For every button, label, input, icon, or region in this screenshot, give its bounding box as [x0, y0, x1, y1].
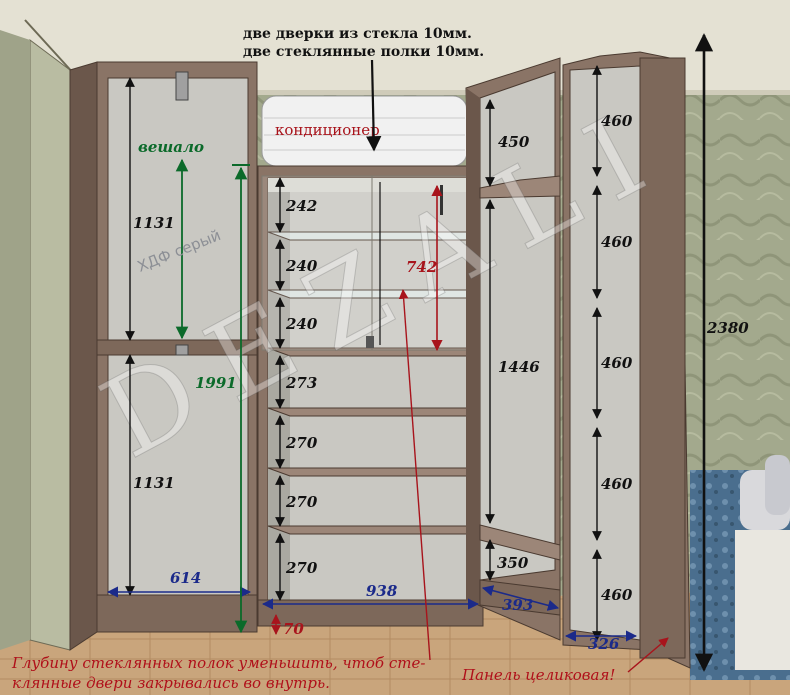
- glass-shelf-pointer: [398, 289, 431, 661]
- dim-line-corner-width: [481, 585, 560, 611]
- panel-note: Панель целиковая!: [461, 666, 615, 684]
- bottom-note-line2: клянные двери закрывались во внутрь.: [12, 674, 330, 692]
- dim-total-height: 2380: [706, 319, 749, 337]
- middle-shelf: [267, 467, 476, 477]
- dim-middle-section: 240: [285, 257, 318, 275]
- glass-note-line2: две стеклянные полки 10мм.: [243, 44, 484, 60]
- dim-rack-section: 460: [601, 112, 633, 130]
- dim-middle-section: 270: [285, 493, 318, 511]
- dim-rack-section: 460: [601, 354, 633, 372]
- dim-rack-section: 460: [601, 233, 633, 251]
- middle-shelf: [267, 525, 476, 535]
- dim-middle-section: 240: [285, 315, 318, 333]
- dim-corner-mid: 1446: [498, 358, 540, 376]
- middle-dimensions: 242 240 240 273 270 270 270: [275, 177, 318, 601]
- dim-middle-section: 270: [285, 434, 318, 452]
- glass-doors: [261, 175, 476, 351]
- dim-mid-glass: 742: [406, 258, 437, 276]
- dim-left-bottom: 1131: [133, 474, 175, 492]
- middle-shelves: [267, 231, 476, 535]
- dim-mid-plinth: 70: [283, 620, 304, 638]
- dim-middle-section: 273: [285, 374, 317, 392]
- dim-middle-section: 242: [285, 197, 317, 215]
- glass-note-arrow: [365, 59, 382, 152]
- dim-left-height: 1991: [195, 374, 237, 392]
- dim-corner-bottom: 350: [497, 554, 529, 572]
- bottom-note-line1: Глубину стеклянных полок уменьшить, чтоб…: [11, 654, 425, 672]
- dim-corner-width: 393: [502, 596, 533, 614]
- dim-rack-section: 460: [601, 586, 633, 604]
- wall-column: [0, 19, 76, 651]
- dim-middle-section: 270: [285, 559, 318, 577]
- dim-mid-width: 938: [366, 582, 398, 600]
- dim-rack-section: 460: [601, 475, 633, 493]
- rack-dimensions: 460 460 460 460 460: [592, 65, 633, 641]
- hanger-label: вешало: [138, 138, 204, 156]
- dim-left-width: 614: [170, 569, 201, 587]
- dim-left-top: 1131: [133, 214, 175, 232]
- panel-pointer: [627, 637, 669, 673]
- dim-corner-top: 450: [498, 133, 530, 151]
- glass-note-line1: две дверки из стекла 10мм.: [243, 26, 472, 42]
- middle-shelf: [267, 407, 476, 417]
- middle-cabinet: [257, 165, 484, 627]
- dim-rack-width: 326: [588, 635, 620, 653]
- ac-label: кондиционер: [275, 121, 380, 139]
